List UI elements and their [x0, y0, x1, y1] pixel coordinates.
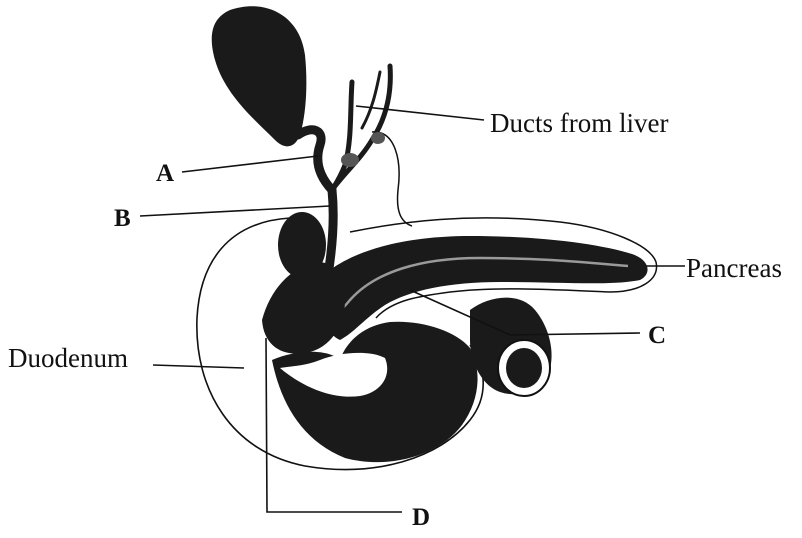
- hepatic-duct-mid: [362, 72, 380, 128]
- stomach-outline: [372, 132, 412, 226]
- pointer-duodenum: [153, 365, 244, 368]
- gall-bladder: [212, 6, 307, 146]
- label-duodenum: Duodenum: [8, 343, 128, 373]
- label-c: C: [648, 322, 666, 349]
- label-pancreas: Pancreas: [686, 253, 782, 283]
- intestine-tube-inner: [506, 348, 542, 388]
- label-a: A: [156, 160, 174, 187]
- label-b: B: [114, 205, 131, 232]
- duct-node: [371, 132, 385, 144]
- pointer-ducts-from-liver: [356, 106, 484, 120]
- duct-node: [341, 153, 359, 167]
- pointer-a: [182, 156, 318, 172]
- label-ducts-from-liver: Ducts from liver: [490, 108, 668, 138]
- label-d: D: [412, 504, 430, 531]
- ampulla-mass: [278, 212, 326, 278]
- cystic-duct: [298, 130, 332, 190]
